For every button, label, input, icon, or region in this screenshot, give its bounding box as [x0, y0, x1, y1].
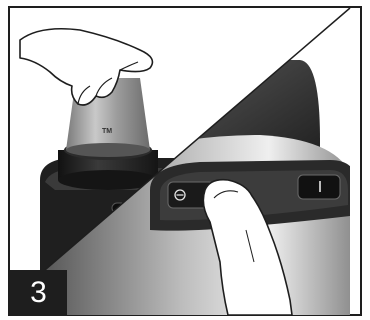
- on-switch-button[interactable]: [298, 175, 340, 199]
- step-number: 3: [10, 270, 67, 315]
- cup-brand-mark: TM: [102, 128, 112, 135]
